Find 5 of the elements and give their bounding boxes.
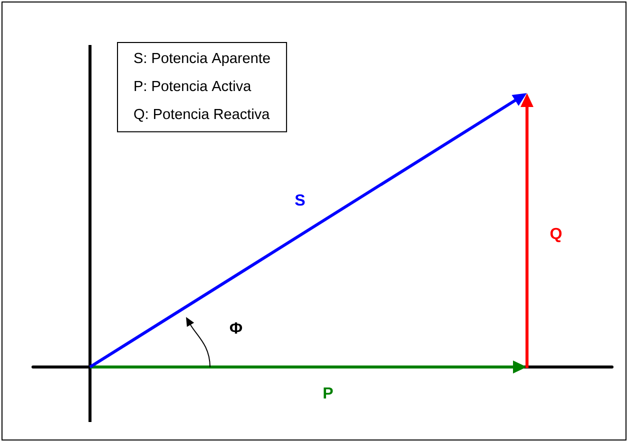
vector-label: Q: [550, 228, 562, 242]
vector-label: P: [324, 388, 333, 398]
vector-label: Φ: [230, 322, 242, 334]
legend-box: S: Potencia Aparente P: Potencia Activa Q: Potencia Reactiva: [117, 42, 288, 132]
vector-label: S: [295, 194, 305, 206]
